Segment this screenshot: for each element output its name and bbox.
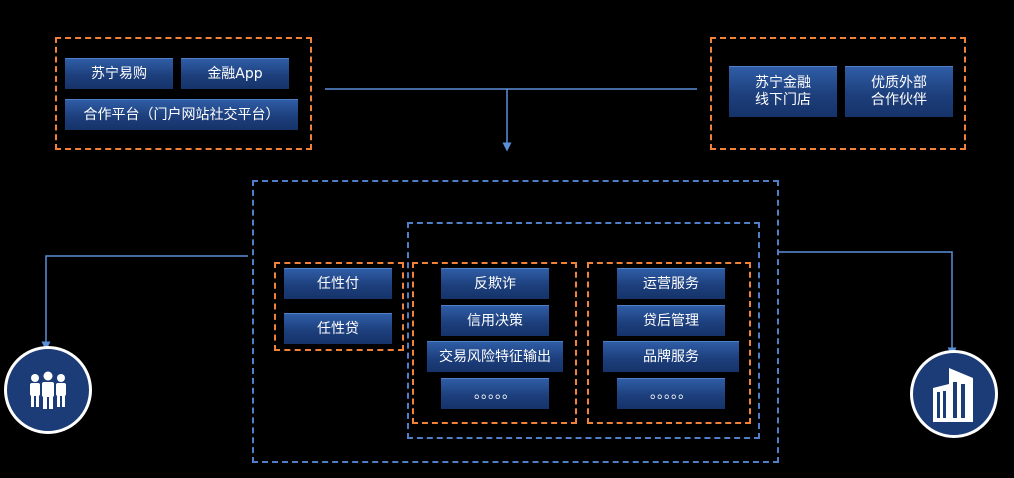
offline-channel-group (710, 37, 966, 150)
risk-more: 。。。。。 (441, 378, 549, 409)
service-post-loan-management: 贷后管理 (617, 305, 725, 336)
risk-anti-fraud: 反欺诈 (441, 268, 549, 299)
product-renxingfu: 任性付 (284, 268, 392, 299)
product-renxingdai: 任性贷 (284, 313, 392, 344)
users-icon (30, 371, 66, 409)
users-circle (4, 346, 92, 434)
left-connector-arrow (41, 255, 248, 351)
channel-external-partner: 优质外部 合作伙伴 (845, 66, 953, 117)
capability-container (407, 222, 760, 439)
channel-partner-platform: 合作平台（门户网站社交平台） (65, 99, 298, 130)
service-brand: 品牌服务 (603, 341, 739, 372)
products-group (274, 262, 404, 351)
building-icon (933, 368, 973, 422)
channel-suning-yigou: 苏宁易购 (65, 58, 173, 89)
risk-credit-decision: 信用决策 (441, 305, 549, 336)
platform-outer-container (252, 180, 779, 463)
online-channel-group (55, 37, 312, 150)
enterprise-circle (910, 350, 998, 438)
channel-offline-store: 苏宁金融 线下门店 (729, 66, 837, 117)
channel-finance-app: 金融App (181, 58, 289, 89)
risk-transaction-feature-output: 交易风险特征输出 (427, 341, 563, 372)
service-operations: 运营服务 (617, 268, 725, 299)
risk-control-group (412, 262, 577, 424)
right-connector-arrow (778, 251, 957, 357)
service-more: 。。。。。 (617, 378, 725, 409)
services-group (587, 262, 751, 424)
